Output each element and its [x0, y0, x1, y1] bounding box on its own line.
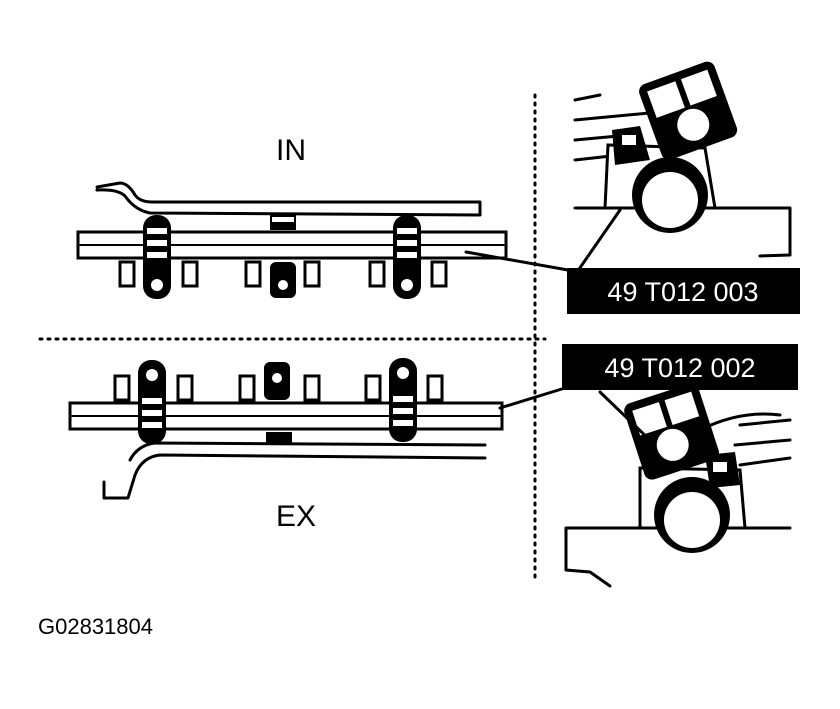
intake-camshaft-assembly	[76, 181, 508, 299]
intake-cam-lobes	[118, 260, 448, 298]
intake-leader-line	[464, 250, 570, 272]
exhaust-tool-caps	[138, 358, 417, 444]
exhaust-side-leader-line	[598, 390, 657, 447]
exhaust-head-outline	[102, 441, 487, 500]
exhaust-cam-lobes	[113, 362, 444, 402]
exhaust-label: EX	[276, 500, 316, 533]
exhaust-leader-line	[498, 386, 567, 410]
intake-tool-callout: 49 T012 003	[567, 268, 800, 314]
intake-head-outline	[95, 181, 482, 217]
figure-code: G02831804	[38, 614, 153, 639]
exhaust-tool-callout: 49 T012 002	[562, 344, 798, 390]
exhaust-tool-number: 49 T012 002	[604, 353, 755, 383]
intake-side-view	[573, 61, 792, 277]
intake-label: IN	[276, 134, 306, 167]
exhaust-camshaft-assembly	[68, 358, 504, 500]
exhaust-side-view	[564, 383, 792, 588]
intake-tool-caps	[143, 214, 421, 299]
intake-tool-number: 49 T012 003	[607, 277, 758, 307]
